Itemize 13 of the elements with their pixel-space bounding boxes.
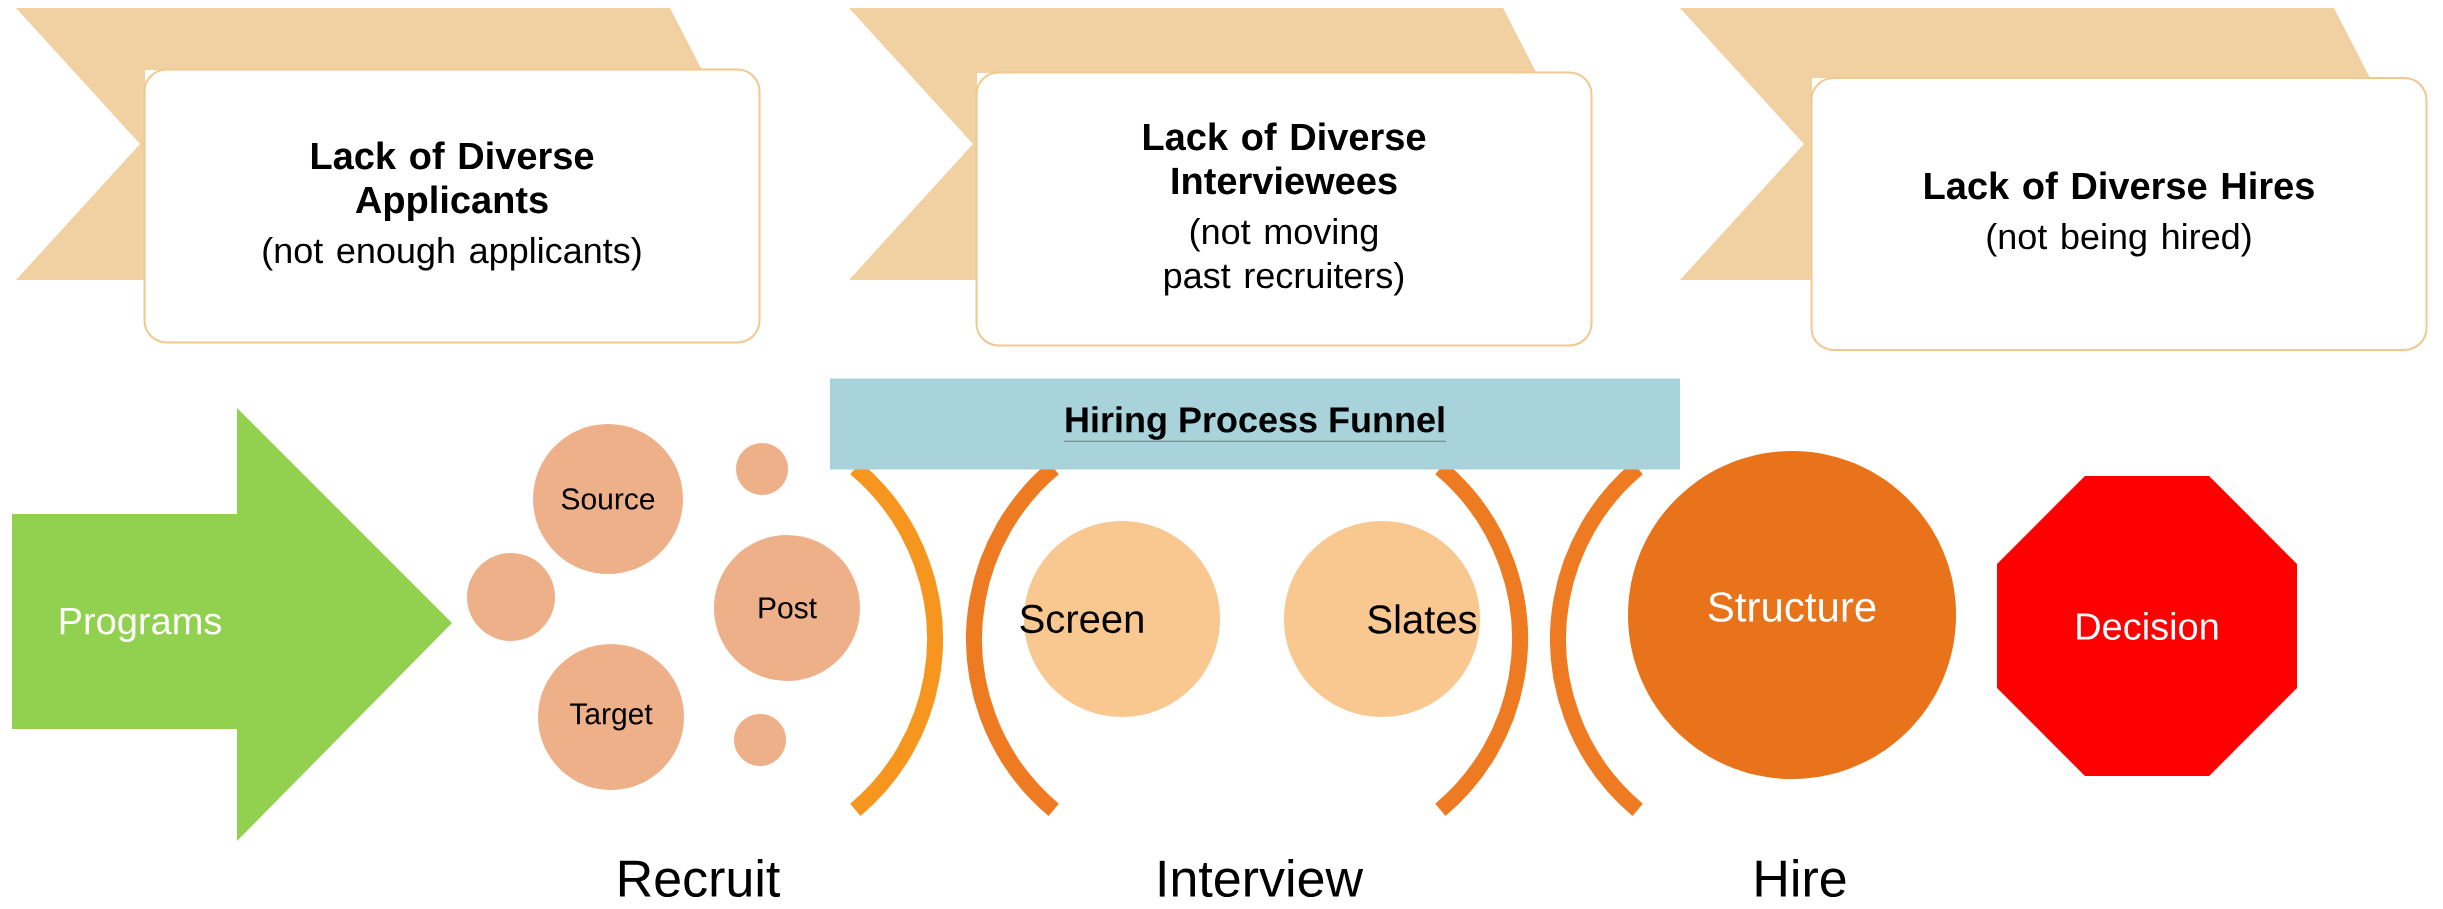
circle bbox=[736, 443, 788, 495]
text-box: Lack of Diverse Interviewees (not moving past recruiters) bbox=[975, 71, 1593, 347]
stage-label: Recruit bbox=[619, 858, 780, 898]
chevron-band bbox=[16, 8, 702, 280]
circle bbox=[734, 714, 786, 766]
text-box: Lack of Diverse Hires (not being hired) bbox=[1810, 77, 2428, 351]
text-box: Lack of Diverse Applicants (not enough applicants) bbox=[143, 68, 761, 344]
chevron-band bbox=[1680, 8, 2370, 280]
title-banner: Hiring Process Funnel bbox=[830, 378, 1680, 470]
circle bbox=[467, 553, 555, 641]
stage-label: Interview bbox=[1159, 858, 1364, 898]
stage-label: Hire bbox=[1756, 858, 1846, 898]
stop-octagon: Decision bbox=[1997, 476, 2297, 776]
